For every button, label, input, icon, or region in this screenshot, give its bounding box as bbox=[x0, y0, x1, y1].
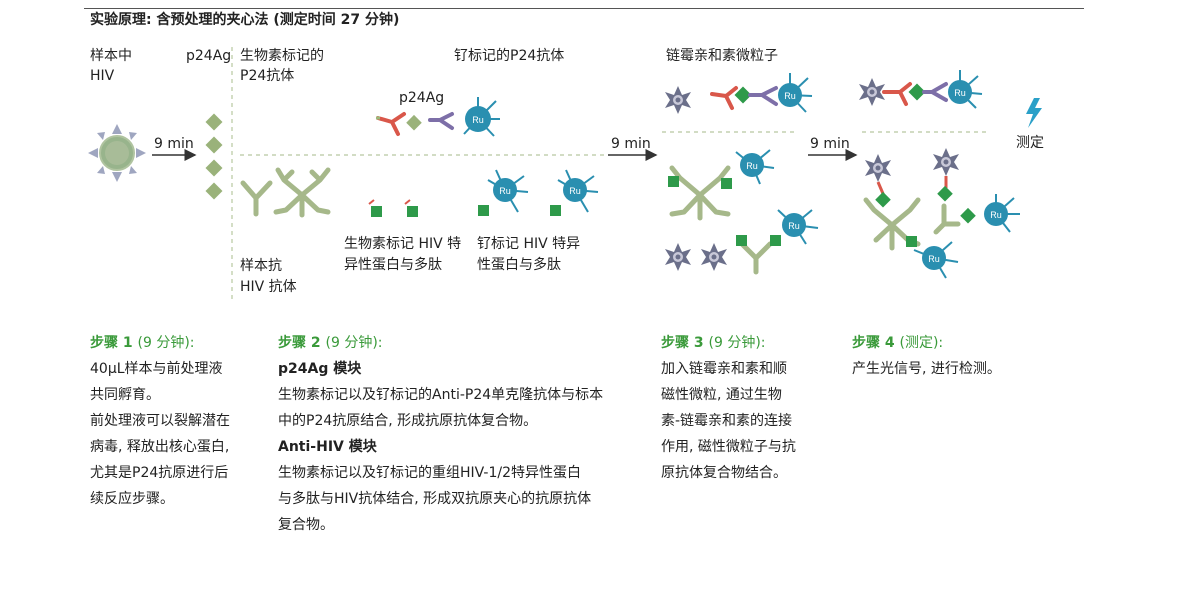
svg-text:Ru: Ru bbox=[784, 91, 796, 101]
step4-anti-hiv-complex-icon: Ru Ru bbox=[863, 148, 1020, 279]
step-2-subheading-p24ag: p24Ag 模块 bbox=[278, 361, 362, 377]
streptavidin-particle-icons: Ru bbox=[665, 73, 813, 114]
step-1-line: 前处理液可以裂解潜在 bbox=[90, 413, 230, 429]
step-3: 步骤 3 (9 分钟): 加入链霉亲和素和顺 磁性微粒, 通过生物 素-链霉亲和… bbox=[661, 330, 841, 486]
step-2-line: 中的P24抗原结合, 形成抗原抗体复合物。 bbox=[278, 413, 538, 429]
label-sample-anti-hiv-2: HIV 抗体 bbox=[240, 279, 297, 295]
label-ru-hiv-protein-2: 性蛋白与多肽 bbox=[477, 257, 561, 273]
step-3-heading: 步骤 3 (9 分钟): bbox=[661, 335, 766, 351]
step-4-heading: 步骤 4 (测定): bbox=[852, 335, 944, 351]
dashed-divider-lines bbox=[231, 47, 990, 300]
hiv-virus-icon bbox=[88, 124, 146, 182]
ru-protein-icon-2: Ru bbox=[550, 169, 599, 216]
svg-text:Ru: Ru bbox=[746, 161, 758, 171]
label-sample-hiv-2: HIV bbox=[90, 68, 115, 84]
label-p24ag-top: p24Ag bbox=[186, 48, 232, 64]
header-rule bbox=[84, 8, 1084, 9]
label-arrow-1: 9 min bbox=[154, 136, 194, 152]
step-1-heading: 步骤 1 (9 分钟): bbox=[90, 335, 195, 351]
svg-text:Ru: Ru bbox=[954, 88, 966, 98]
label-streptavidin-particles: 链霉亲和素微粒子 bbox=[666, 48, 778, 64]
label-ru-hiv-protein-1: 钌标记 HIV 特异 bbox=[477, 236, 581, 252]
step-2-line: 复合物。 bbox=[278, 517, 334, 533]
label-arrow-2: 9 min bbox=[611, 136, 651, 152]
label-p24ag-mid: p24Ag bbox=[399, 90, 445, 106]
step-2-heading: 步骤 2 (9 分钟): bbox=[278, 335, 383, 351]
step4-p24-complex-icon: Ru bbox=[859, 70, 983, 109]
step-1-line: 病毒, 释放出核心蛋白, bbox=[90, 439, 230, 455]
svg-text:Ru: Ru bbox=[499, 186, 511, 196]
sample-antibody-icon bbox=[240, 180, 273, 217]
svg-text:Ru: Ru bbox=[990, 210, 1002, 220]
step-2-subheading-anti-hiv: Anti-HIV 模块 bbox=[278, 439, 377, 455]
label-biotin-hiv-protein-2: 异性蛋白与多肽 bbox=[344, 257, 442, 273]
step-2: 步骤 2 (9 分钟): p24Ag 模块 生物素标记以及钌标记的Anti-P2… bbox=[278, 330, 648, 538]
step-4-line: 产生光信号, 进行检测。 bbox=[852, 361, 1001, 377]
step-2-line: 生物素标记以及钌标记的Anti-P24单克隆抗体与标本 bbox=[278, 387, 604, 403]
step-3-line: 磁性微粒, 通过生物 bbox=[661, 387, 782, 403]
step-1-line: 续反应步骤。 bbox=[90, 491, 174, 507]
step-3-line: 素-链霉亲和素的连接 bbox=[661, 413, 793, 429]
svg-text:Ru: Ru bbox=[569, 186, 581, 196]
label-biotin-hiv-protein-1: 生物素标记 HIV 特 bbox=[344, 236, 462, 252]
step-4: 步骤 4 (测定): 产生光信号, 进行检测。 bbox=[852, 330, 1072, 382]
label-measure: 测定 bbox=[1016, 135, 1044, 151]
label-arrow-3: 9 min bbox=[810, 136, 850, 152]
label-ru-p24-ab: 钌标记的P24抗体 bbox=[454, 48, 565, 64]
sample-antibody-cluster-icon bbox=[273, 167, 331, 218]
svg-text:Ru: Ru bbox=[928, 254, 940, 264]
label-biotin-p24-ab-2: P24抗体 bbox=[240, 68, 295, 84]
page-title: 实验原理: 含预处理的夹心法 (测定时间 27 分钟) bbox=[90, 12, 400, 28]
step-3-line: 原抗体复合物结合。 bbox=[661, 465, 787, 481]
biotin-protein-icons bbox=[368, 199, 418, 217]
p24-antigen-diamonds bbox=[205, 113, 223, 200]
step-1-line: 共同孵育。 bbox=[90, 387, 160, 403]
svg-text:Ru: Ru bbox=[472, 115, 484, 125]
svg-text:Ru: Ru bbox=[788, 221, 800, 231]
step-3-line: 作用, 磁性微粒子与抗 bbox=[661, 439, 796, 455]
step-2-line: 与多肽与HIV抗体结合, 形成双抗原夹心的抗原抗体 bbox=[278, 491, 592, 507]
step-3-line: 加入链霉亲和素和顺 bbox=[661, 361, 787, 377]
light-signal-icon bbox=[1026, 98, 1042, 128]
p24-antibody-complex-icon: Ru bbox=[376, 97, 500, 137]
step-1-line: 尤其是P24抗原进行后 bbox=[90, 465, 229, 481]
label-sample-anti-hiv-1: 样本抗 bbox=[240, 258, 282, 274]
step-1-line: 40μL样本与前处理液 bbox=[90, 361, 223, 377]
label-biotin-p24-ab-1: 生物素标记的 bbox=[240, 48, 324, 64]
label-sample-hiv-1: 样本中 bbox=[90, 48, 132, 64]
ru-protein-icon-1: Ru bbox=[478, 169, 529, 216]
step3-antibody-complex-icon: Ru Ru bbox=[665, 149, 819, 275]
step-1: 步骤 1 (9 分钟): 40μL样本与前处理液 共同孵育。 前处理液可以裂解潜… bbox=[90, 330, 270, 512]
step-2-line: 生物素标记以及钌标记的重组HIV-1/2特异性蛋白 bbox=[278, 465, 581, 481]
